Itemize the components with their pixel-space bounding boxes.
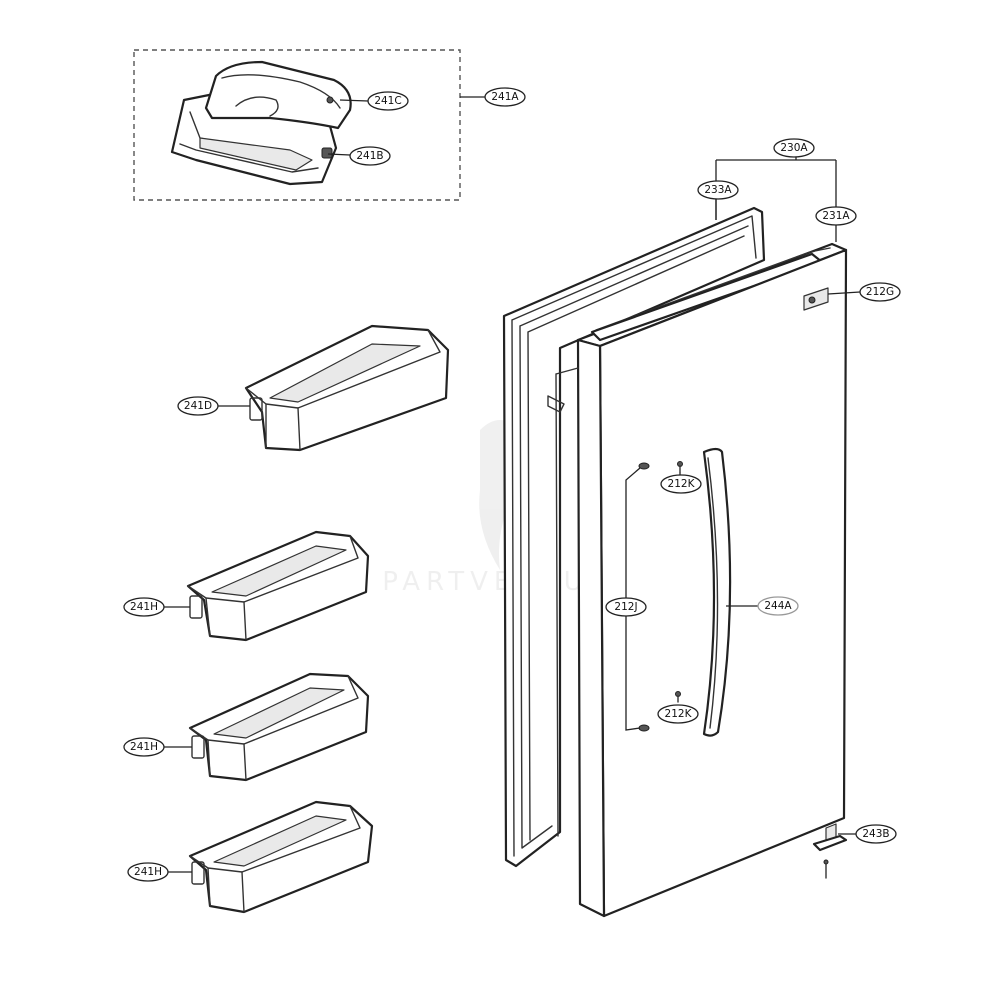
dairy-bin-assembly: 241C 241B 241A bbox=[133, 49, 526, 201]
lg-logo-badge bbox=[803, 287, 829, 311]
callout-212K-bottom: 212K bbox=[657, 704, 699, 724]
callout-241D-label: 241D bbox=[184, 400, 212, 412]
callout-241A: 241A bbox=[484, 87, 526, 107]
callout-241H-1: 241H bbox=[123, 597, 165, 617]
callout-212G-label: 212G bbox=[866, 286, 894, 298]
callout-212J-label: 212J bbox=[614, 601, 637, 613]
refrigerator-door bbox=[555, 242, 848, 918]
callout-233A: 233A bbox=[697, 180, 739, 200]
door-hinge bbox=[812, 823, 848, 879]
callout-241A-label: 241A bbox=[491, 91, 519, 103]
door-bin-241H-2: 241H bbox=[123, 672, 370, 782]
handle-stud-top bbox=[638, 462, 650, 470]
callout-212G: 212G bbox=[859, 282, 901, 302]
handle-stud-bottom bbox=[638, 724, 650, 732]
callout-243B: 243B bbox=[855, 824, 897, 844]
callout-230A-label: 230A bbox=[780, 142, 808, 154]
callout-212J: 212J bbox=[605, 597, 647, 617]
callout-241H-2: 241H bbox=[123, 737, 165, 757]
callout-241H-3-label: 241H bbox=[134, 866, 162, 878]
callout-244A: 244A bbox=[757, 596, 799, 616]
dairy-bin-lid bbox=[204, 60, 352, 130]
assembly-dashed-box bbox=[133, 49, 461, 201]
callout-241H-2-label: 241H bbox=[130, 741, 158, 753]
door-handle bbox=[702, 447, 732, 737]
callout-233A-label: 233A bbox=[704, 184, 732, 196]
door-bin-241H-1: 241H bbox=[123, 530, 370, 642]
callout-241C: 241C bbox=[367, 91, 409, 111]
callout-243B-label: 243B bbox=[862, 828, 889, 840]
callout-231A: 231A bbox=[815, 206, 857, 226]
callout-212K-bottom-label: 212K bbox=[665, 708, 693, 720]
handle-screw-top bbox=[677, 461, 683, 473]
callout-231A-label: 231A bbox=[822, 210, 850, 222]
callout-241B-label: 241B bbox=[356, 150, 383, 162]
door-gasket bbox=[502, 206, 766, 868]
handle-screw-bottom bbox=[675, 691, 681, 703]
callout-241D: 241D bbox=[177, 396, 219, 416]
callout-212K-top-label: 212K bbox=[668, 478, 696, 490]
callouts-door: 230A 233A 231A 212G 212K 212J bbox=[605, 138, 901, 844]
callout-241B: 241B bbox=[349, 146, 391, 166]
callout-241H-3: 241H bbox=[127, 862, 169, 882]
callout-241H-1-label: 241H bbox=[130, 601, 158, 613]
door-bin-241D: 241D bbox=[177, 324, 450, 452]
callout-241C-label: 241C bbox=[374, 95, 401, 107]
callout-230A: 230A bbox=[773, 138, 815, 158]
callout-212K-top: 212K bbox=[660, 474, 702, 494]
door-bin-241H-3: 241H bbox=[127, 800, 374, 914]
callout-244A-label: 244A bbox=[764, 600, 792, 612]
